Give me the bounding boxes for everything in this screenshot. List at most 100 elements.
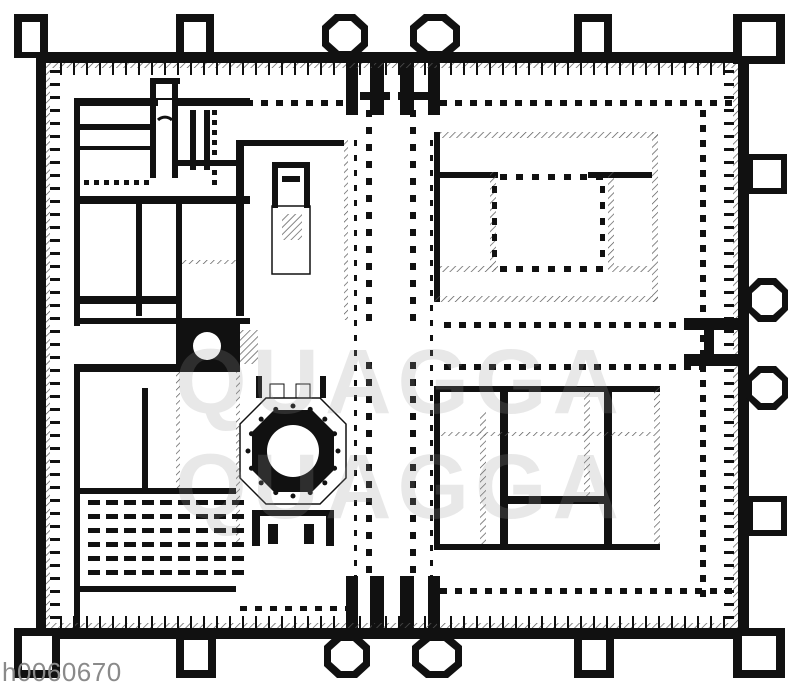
pier <box>160 570 172 575</box>
pier <box>88 542 100 547</box>
pier <box>489 322 496 328</box>
pier <box>724 174 734 177</box>
pier <box>354 185 357 191</box>
pier <box>142 514 154 519</box>
pier <box>50 499 60 502</box>
pier <box>700 485 706 492</box>
pier <box>450 616 452 628</box>
pier <box>609 322 616 328</box>
pier <box>88 514 100 519</box>
pier <box>515 588 522 594</box>
pier <box>530 588 537 594</box>
pier <box>214 514 226 519</box>
column <box>258 480 264 486</box>
pier <box>724 187 734 190</box>
pier <box>430 395 433 401</box>
pier <box>142 556 154 561</box>
pier <box>545 100 552 106</box>
pier <box>240 606 247 611</box>
pier <box>50 460 60 463</box>
pier <box>366 396 372 403</box>
pier <box>459 322 466 328</box>
pier <box>232 500 244 505</box>
column <box>307 406 313 412</box>
pier <box>366 297 372 304</box>
pier <box>532 266 539 272</box>
pier <box>366 413 372 420</box>
pier <box>476 616 478 628</box>
sw-quarter <box>74 364 244 628</box>
pier <box>474 364 481 370</box>
pier <box>50 577 60 580</box>
pier <box>410 263 416 270</box>
pier <box>724 213 734 216</box>
pier <box>138 616 140 628</box>
pier <box>354 395 357 401</box>
pier <box>440 588 447 594</box>
pier <box>138 63 140 75</box>
pier <box>410 464 416 471</box>
pier <box>684 322 691 328</box>
pier <box>231 100 238 106</box>
pier <box>214 556 226 561</box>
pier <box>410 481 416 488</box>
pier <box>345 606 352 611</box>
pier <box>724 265 734 268</box>
pier <box>354 170 357 176</box>
pier <box>724 291 734 294</box>
pier <box>212 140 217 145</box>
pier <box>177 63 179 75</box>
pier <box>695 588 702 594</box>
pier <box>142 570 154 575</box>
gallery-hatching <box>50 63 733 628</box>
pier <box>724 603 734 606</box>
pier <box>366 379 372 386</box>
pier <box>354 560 357 566</box>
pier <box>50 343 60 346</box>
pier <box>410 515 416 522</box>
pier <box>430 425 433 431</box>
column <box>307 490 313 496</box>
pier <box>212 160 217 165</box>
pier <box>658 616 660 628</box>
pier <box>724 408 734 411</box>
pier <box>50 239 60 242</box>
pier <box>492 202 497 209</box>
pier <box>700 455 706 462</box>
pier <box>178 500 190 505</box>
column <box>273 490 279 496</box>
pier <box>635 588 642 594</box>
pier <box>650 588 657 594</box>
pier <box>232 514 244 519</box>
pier <box>430 500 433 506</box>
pier <box>124 570 136 575</box>
pier <box>724 161 734 164</box>
pier <box>50 109 60 112</box>
pier <box>549 322 556 328</box>
pier <box>366 263 372 270</box>
pier <box>596 266 603 272</box>
pier <box>50 564 60 567</box>
pier <box>596 174 603 180</box>
column <box>290 403 296 409</box>
pier <box>489 63 491 75</box>
pier <box>605 588 612 594</box>
pier <box>724 343 734 346</box>
pier <box>619 63 621 75</box>
pier <box>532 174 539 180</box>
pier <box>214 528 226 533</box>
pier <box>50 603 60 606</box>
pier <box>212 180 217 185</box>
pier <box>124 500 136 505</box>
pier <box>214 500 226 505</box>
pier <box>410 413 416 420</box>
pier <box>354 485 357 491</box>
pier <box>680 100 687 106</box>
pier <box>600 186 605 193</box>
pier <box>242 63 244 75</box>
pier <box>261 100 268 106</box>
pier <box>366 195 372 202</box>
pier <box>724 499 734 502</box>
pier <box>476 63 478 75</box>
pier <box>315 606 322 611</box>
